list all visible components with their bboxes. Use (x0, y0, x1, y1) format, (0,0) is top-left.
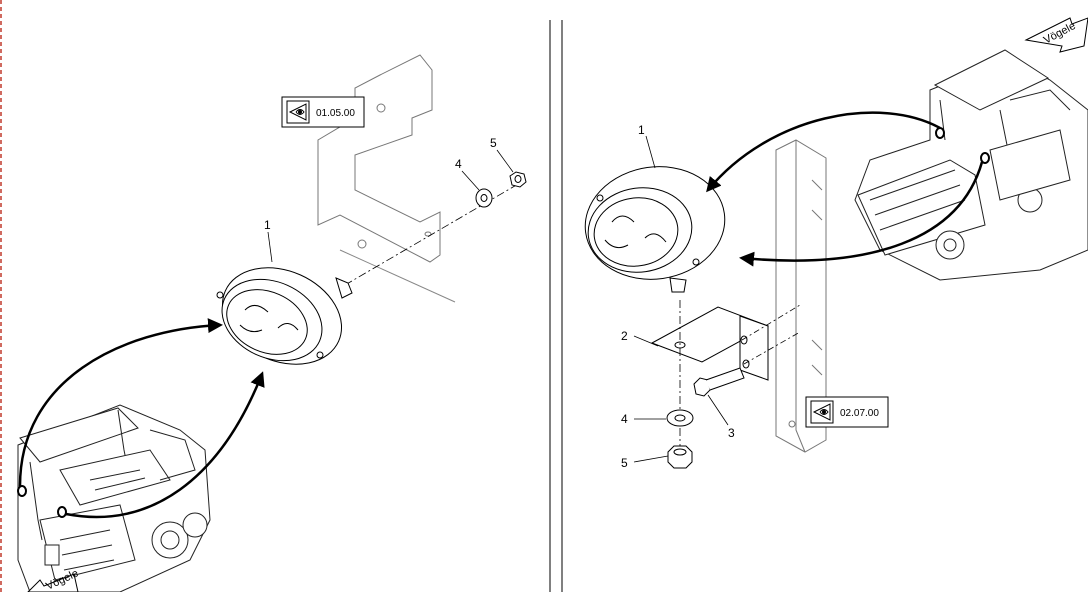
nut-part (667, 445, 693, 469)
light-position-marker (57, 506, 67, 518)
left-mounting-plate (317, 54, 456, 303)
light-position-marker (17, 485, 27, 497)
assembly-axis-line (741, 304, 801, 341)
callout-label: 1 (264, 218, 271, 232)
direction-arrow (65, 371, 265, 519)
brand-tag: Vögele (1024, 17, 1088, 53)
washer-part (475, 188, 493, 208)
direction-arrow (739, 161, 984, 267)
eye-view-icon (288, 103, 307, 121)
reference-box[interactable]: 02.07.00 (805, 396, 889, 428)
callout-label: 4 (621, 412, 628, 426)
nut-part (509, 171, 527, 188)
assembly-axis-line (344, 179, 526, 286)
callout-label: 4 (455, 157, 462, 171)
assembly-axis-line (743, 331, 801, 365)
light-position-marker (980, 152, 990, 164)
callout-label: 5 (490, 136, 497, 150)
direction-arrow (706, 111, 941, 193)
light-position-marker (935, 127, 945, 139)
bolt-part (693, 367, 745, 397)
reference-box[interactable]: 01.05.00 (281, 96, 365, 128)
left-work-light (216, 267, 353, 365)
washer-part (666, 409, 694, 427)
direction-arrow (18, 318, 223, 487)
left-paver-machine (17, 404, 211, 592)
reference-code: 01.05.00 (316, 108, 355, 119)
left-view: 01.05.00 1 4 (17, 54, 527, 592)
right-mounting-rail (775, 139, 827, 453)
callout-label: 2 (621, 329, 628, 343)
right-view: 02.07.00 (584, 17, 1088, 470)
callout-label: 5 (621, 456, 628, 470)
callout-label: 1 (638, 123, 645, 137)
callout-label: 3 (728, 426, 735, 440)
reference-code: 02.07.00 (840, 408, 879, 419)
right-work-light (584, 166, 726, 293)
eye-view-icon (812, 403, 831, 421)
right-paver-machine (854, 49, 1088, 281)
mounting-bracket-part (650, 306, 770, 381)
